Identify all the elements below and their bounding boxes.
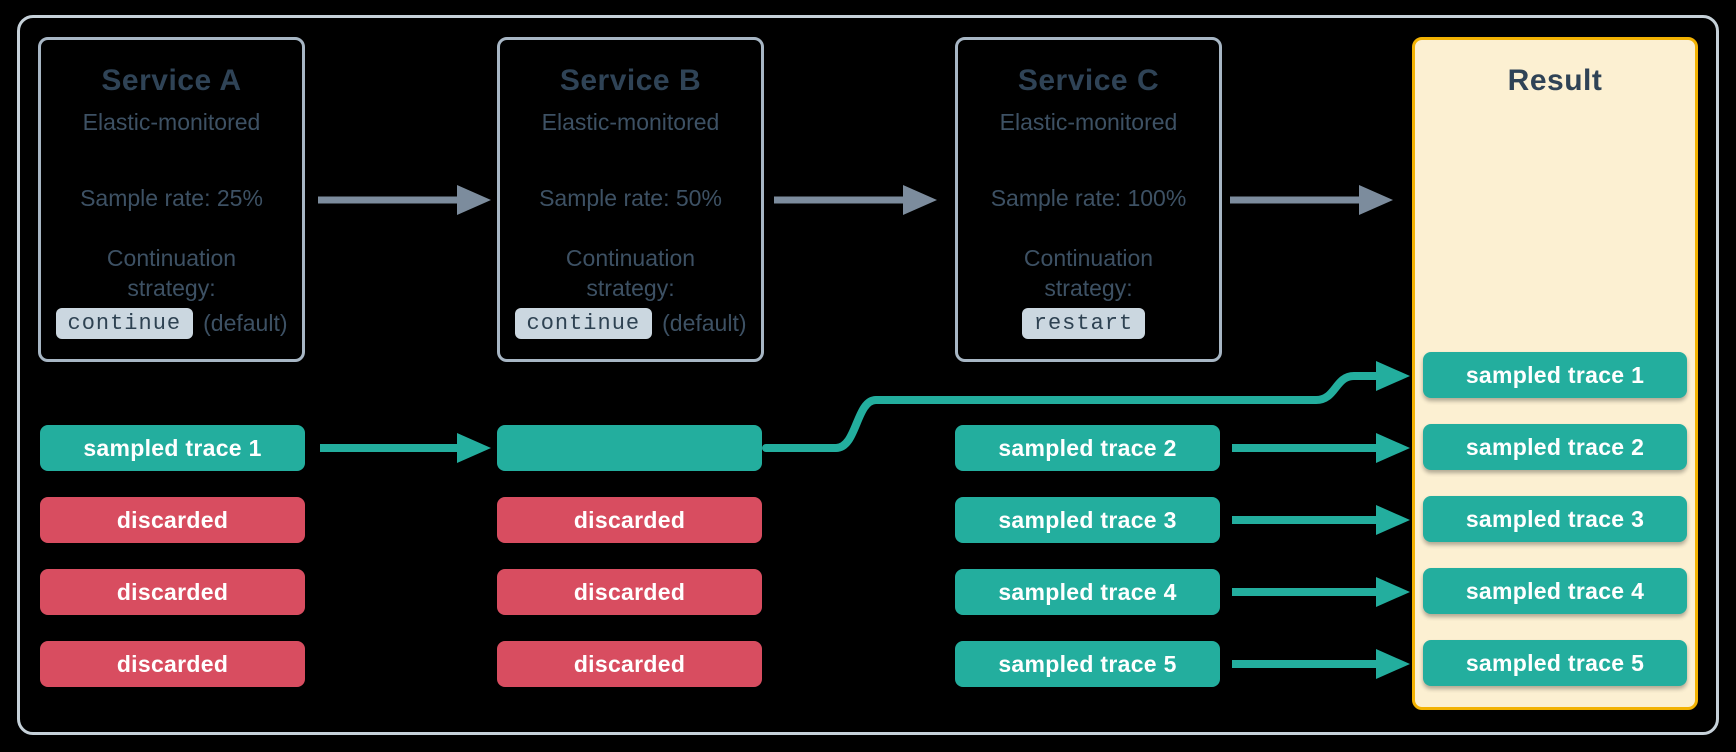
service-box-c: Service C Elastic-monitored Sample rate:… <box>955 37 1222 362</box>
strategy-value-row: continue (default) <box>500 308 761 339</box>
continuation-strategy-label: Continuation strategy: <box>106 245 237 301</box>
trace-chip-unlabeled <box>497 425 762 471</box>
service-b-trace-lane: discarded discarded discarded <box>497 425 762 687</box>
trace-chip: discarded <box>497 497 762 543</box>
service-title: Service B <box>559 64 702 97</box>
strategy-value-row: restart <box>958 308 1219 339</box>
sample-rate-label: Sample rate: 25% <box>80 185 263 211</box>
strategy-code-chip: continue <box>55 308 194 339</box>
outer-frame <box>17 15 1719 735</box>
service-c-trace-lane: sampled trace 2 sampled trace 3 sampled … <box>955 425 1220 687</box>
trace-chip: sampled trace 3 <box>1423 496 1687 542</box>
trace-chip: discarded <box>40 497 305 543</box>
trace-chip: sampled trace 5 <box>955 641 1220 687</box>
service-a-trace-lane: sampled trace 1 discarded discarded disc… <box>40 425 305 687</box>
strategy-code-chip: continue <box>514 308 653 339</box>
trace-chip: discarded <box>40 569 305 615</box>
trace-chip: sampled trace 1 <box>40 425 305 471</box>
trace-chip: sampled trace 2 <box>955 425 1220 471</box>
strategy-note: (default) <box>203 310 288 336</box>
result-title: Result <box>1507 64 1603 97</box>
trace-chip: sampled trace 5 <box>1423 640 1687 686</box>
service-subtitle: Elastic-monitored <box>82 109 261 135</box>
service-subtitle: Elastic-monitored <box>541 109 720 135</box>
sample-rate-label: Sample rate: 50% <box>539 185 722 211</box>
result-trace-list: sampled trace 1 sampled trace 2 sampled … <box>1423 352 1687 686</box>
service-box-b: Service B Elastic-monitored Sample rate:… <box>497 37 764 362</box>
trace-chip: discarded <box>497 569 762 615</box>
trace-chip: sampled trace 4 <box>955 569 1220 615</box>
trace-chip: discarded <box>497 641 762 687</box>
service-subtitle: Elastic-monitored <box>999 109 1178 135</box>
service-title: Service A <box>101 64 242 97</box>
continuation-strategy-label: Continuation strategy: <box>565 245 696 301</box>
sample-rate-label: Sample rate: 100% <box>990 185 1187 211</box>
trace-chip: sampled trace 2 <box>1423 424 1687 470</box>
trace-chip: discarded <box>40 641 305 687</box>
strategy-note: (default) <box>662 310 747 336</box>
service-box-a: Service A Elastic-monitored Sample rate:… <box>38 37 305 362</box>
strategy-value-row: continue (default) <box>41 308 302 339</box>
service-title: Service C <box>1017 64 1160 97</box>
trace-chip: sampled trace 4 <box>1423 568 1687 614</box>
trace-chip: sampled trace 1 <box>1423 352 1687 398</box>
trace-chip: sampled trace 3 <box>955 497 1220 543</box>
result-panel: Result sampled trace 1 sampled trace 2 s… <box>1412 37 1698 710</box>
strategy-code-chip: restart <box>1021 308 1146 339</box>
continuation-strategy-label: Continuation strategy: <box>1023 245 1154 301</box>
